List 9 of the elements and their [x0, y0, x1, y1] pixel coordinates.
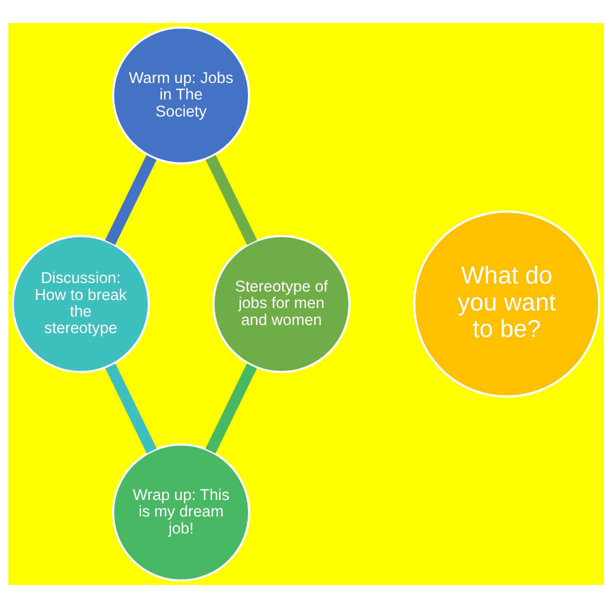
node-circle: Wrap up: This is my dream job!	[112, 442, 250, 582]
node-circle: Warm up: Jobs in The Society	[112, 26, 250, 164]
node-circle: Discussion: How to break the stereotype	[12, 234, 150, 373]
node-circle: What do you want to be?	[413, 210, 600, 398]
node-circle: Stereotype of jobs for men and women	[212, 234, 351, 373]
connector	[206, 154, 258, 244]
connector	[105, 362, 157, 453]
connector	[205, 362, 257, 453]
connector	[105, 154, 157, 244]
